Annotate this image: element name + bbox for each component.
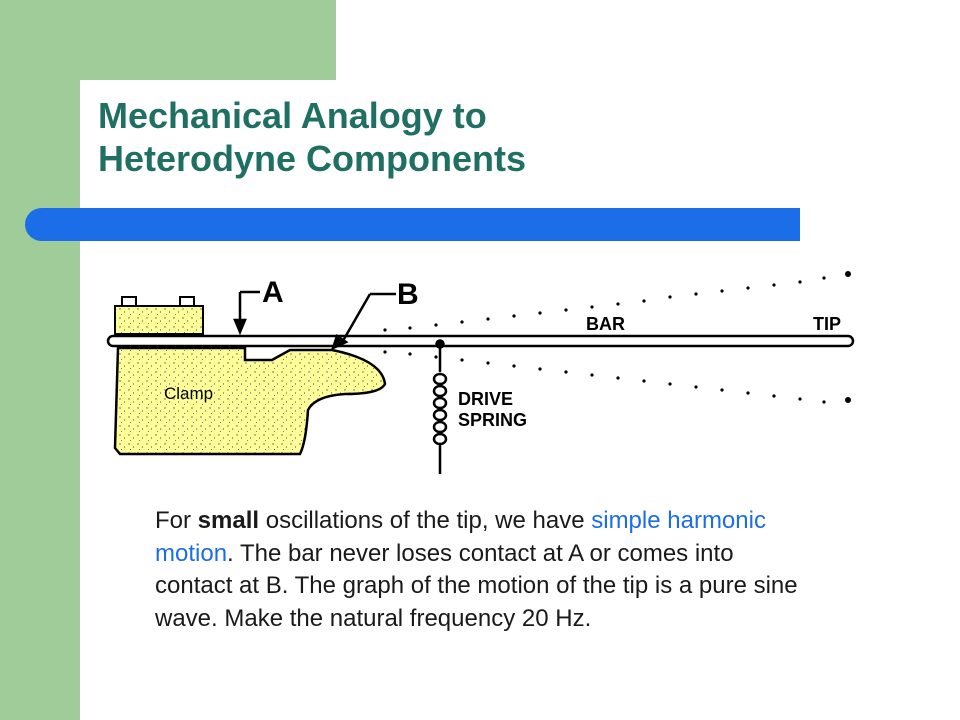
clamp-body bbox=[113, 346, 387, 456]
bar bbox=[106, 334, 855, 348]
slide-title: Mechanical Analogy to Heterodyne Compone… bbox=[98, 94, 526, 180]
body-text-part-2: oscillations of the tip, we have bbox=[259, 507, 592, 534]
label-clamp: Clamp bbox=[164, 384, 213, 403]
label-tip: TIP bbox=[813, 314, 841, 334]
body-text-highlight: simple harmonic motion bbox=[155, 507, 766, 567]
label-a: A bbox=[262, 276, 284, 309]
body-text-bold: small bbox=[197, 507, 260, 534]
corner-block bbox=[80, 0, 336, 80]
body-text-part-3: . The bar never loses contact at A or co… bbox=[155, 539, 798, 632]
title-line-1: Mechanical Analogy to bbox=[98, 95, 487, 136]
label-spring: SPRING bbox=[458, 410, 527, 430]
title-divider-bar bbox=[25, 208, 800, 241]
top-clamp-block bbox=[114, 296, 204, 335]
label-drive: DRIVE bbox=[458, 389, 513, 409]
mechanical-diagram: A B BAR TIP Clamp DRIVE SPRING bbox=[100, 262, 870, 482]
drive-spring bbox=[432, 339, 448, 474]
arrow-a bbox=[233, 290, 260, 336]
title-line-2: Heterodyne Components bbox=[98, 138, 527, 179]
body-paragraph: For small oscillations of the tip, we ha… bbox=[155, 505, 815, 635]
body-text-part-1: For bbox=[155, 507, 198, 534]
arrow-b bbox=[330, 292, 396, 351]
sidebar-band bbox=[0, 0, 80, 720]
label-b: B bbox=[397, 278, 419, 311]
swing-dots-upper bbox=[383, 271, 851, 332]
swing-dots-lower bbox=[383, 350, 851, 404]
label-bar: BAR bbox=[586, 314, 625, 334]
diagram-svg: A B BAR TIP Clamp DRIVE SPRING bbox=[106, 271, 855, 474]
